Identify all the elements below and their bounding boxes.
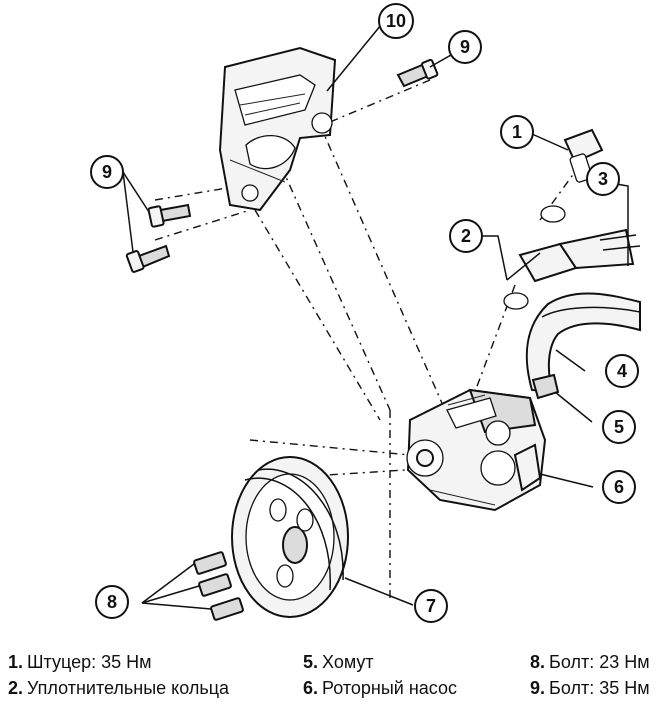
legend-item: 2. Уплотнительные кольца	[8, 678, 229, 699]
legend-item: 5. Хомут	[303, 652, 457, 673]
legend-item: 6. Роторный насос	[303, 678, 457, 699]
legend-label: Болт: 35 Нм	[549, 678, 650, 698]
legend-column-1: 1. Штуцер: 35 Нм 2. Уплотнительные кольц…	[8, 652, 229, 699]
callout-label: 10	[386, 11, 406, 31]
legend-number: 9.	[530, 678, 546, 698]
legend-label: Уплотнительные кольца	[27, 678, 230, 698]
callout-label: 1	[512, 122, 522, 142]
bolt-upper	[396, 58, 439, 88]
rotary-pump	[406, 388, 547, 512]
legend-label: Хомут	[322, 652, 374, 672]
fitting	[563, 128, 604, 183]
legend-number: 6.	[303, 678, 319, 698]
assembly-dash-lines	[154, 79, 581, 600]
legend-column-2: 5. Хомут 6. Роторный насос	[303, 652, 457, 699]
hose-clamp	[531, 373, 560, 400]
pulley-bolts	[193, 551, 244, 621]
callout-label: 4	[617, 361, 627, 381]
callout-label: 7	[426, 596, 436, 616]
callout-label: 9	[460, 37, 470, 57]
callout-4: 4	[605, 354, 639, 388]
callout-6: 6	[602, 470, 636, 504]
legend-item: 9. Болт: 35 Нм	[530, 678, 650, 699]
legend: 1. Штуцер: 35 Нм 2. Уплотнительные кольц…	[0, 652, 670, 714]
mounting-bracket	[218, 46, 337, 212]
callout-9-top: 9	[448, 30, 482, 64]
bolts-left	[125, 203, 192, 273]
pump-pulley	[231, 456, 349, 618]
seal-rings	[503, 205, 566, 310]
callout-10: 10	[378, 3, 414, 39]
legend-number: 8.	[530, 652, 546, 672]
return-hose	[525, 292, 641, 394]
legend-item: 8. Болт: 23 Нм	[530, 652, 650, 673]
callout-label: 6	[614, 477, 624, 497]
callout-label: 9	[102, 162, 112, 182]
callout-label: 8	[107, 592, 117, 612]
legend-item: 1. Штуцер: 35 Нм	[8, 652, 229, 673]
callout-1: 1	[500, 115, 534, 149]
callout-2: 2	[449, 219, 483, 253]
callout-label: 3	[598, 169, 608, 189]
power-steering-pump-exploded-diagram: 1 2 3 4 5 6 7 8 9 9 10	[90, 3, 641, 623]
legend-label: Роторный насос	[322, 678, 458, 698]
legend-label: Болт: 23 Нм	[549, 652, 650, 672]
callout-leaders	[122, 24, 629, 610]
callout-label: 2	[461, 226, 471, 246]
legend-column-3: 8. Болт: 23 Нм 9. Болт: 35 Нм	[530, 652, 650, 699]
legend-number: 5.	[303, 652, 319, 672]
callout-label: 5	[614, 417, 624, 437]
callout-7: 7	[414, 589, 448, 623]
callout-8: 8	[95, 585, 129, 619]
legend-number: 2.	[8, 678, 24, 698]
legend-number: 1.	[8, 652, 24, 672]
callout-5: 5	[602, 410, 636, 444]
callout-3: 3	[586, 162, 620, 196]
callout-9-left: 9	[90, 155, 124, 189]
legend-label: Штуцер: 35 Нм	[27, 652, 152, 672]
pressure-line	[518, 228, 641, 283]
